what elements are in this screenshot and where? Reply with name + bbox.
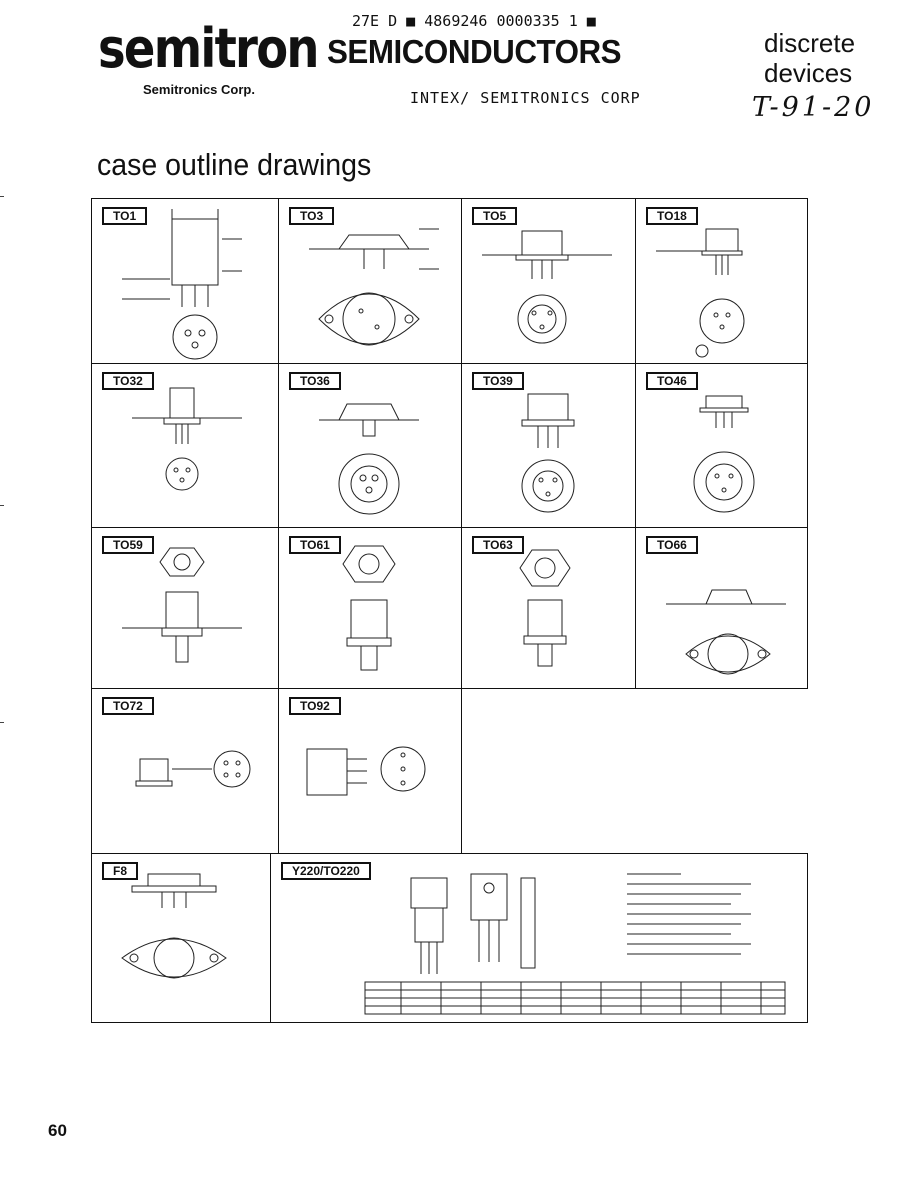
- case-label-y220-to220: Y220/TO220: [281, 862, 371, 880]
- scan-mark: [0, 505, 4, 506]
- case-cell-to66: TO66: [635, 527, 808, 689]
- scan-mark: [0, 722, 4, 723]
- case-cell-to36: TO36: [278, 363, 462, 528]
- case-label-to5: TO5: [472, 207, 518, 225]
- category-line-1: discrete: [764, 28, 856, 58]
- y220-to220-drawing: [364, 873, 786, 1015]
- to46-drawing: [693, 395, 755, 513]
- case-cell-to72: TO72: [91, 688, 279, 854]
- case-label-to39: TO39: [472, 372, 524, 390]
- to39-drawing: [521, 393, 575, 513]
- page-title: case outline drawings: [97, 147, 372, 182]
- to66-drawing: [666, 589, 786, 675]
- case-label-to36: TO36: [289, 372, 341, 390]
- document-code: 27E D ■ 4869246 0000335 1 ■: [352, 12, 596, 30]
- to36-drawing: [319, 403, 419, 515]
- case-cell-y220-to220: Y220/TO220: [270, 853, 808, 1023]
- case-cell-to46: TO46: [635, 363, 808, 528]
- sub-heading: INTEX/ SEMITRONICS CORP: [410, 89, 641, 107]
- to1-drawing: [122, 209, 242, 360]
- case-label-to92: TO92: [289, 697, 341, 715]
- to18-drawing: [656, 228, 745, 358]
- case-cell-to32: TO32: [91, 363, 279, 528]
- category-line-2: devices: [764, 58, 853, 88]
- to72-drawing: [135, 750, 251, 788]
- to3-drawing: [309, 228, 439, 346]
- to63-drawing: [519, 549, 571, 667]
- case-label-to18: TO18: [646, 207, 698, 225]
- case-cell-to3: TO3: [278, 198, 462, 364]
- case-label-to59: TO59: [102, 536, 154, 554]
- case-label-to63: TO63: [472, 536, 524, 554]
- case-cell-to61: TO61: [278, 527, 462, 689]
- to92-drawing: [306, 746, 426, 796]
- case-cell-to92: TO92: [278, 688, 462, 854]
- to32-drawing: [132, 387, 242, 491]
- case-label-to66: TO66: [646, 536, 698, 554]
- to61-drawing: [342, 545, 396, 671]
- page-number: 60: [48, 1121, 67, 1140]
- brand-logo: semitron: [98, 17, 319, 80]
- case-label-to72: TO72: [102, 697, 154, 715]
- case-label-f8: F8: [102, 862, 139, 880]
- case-label-to3: TO3: [289, 207, 335, 225]
- to5-drawing: [482, 230, 612, 344]
- case-label-to61: TO61: [289, 536, 341, 554]
- scan-mark: [0, 196, 4, 197]
- case-cell-to18: TO18: [635, 198, 808, 364]
- case-label-to46: TO46: [646, 372, 698, 390]
- f8-drawing: [121, 873, 227, 979]
- case-cell-to63: TO63: [461, 527, 636, 689]
- category-label: discrete devices: [764, 28, 855, 88]
- to59-drawing: [122, 547, 242, 663]
- heading: SEMICONDUCTORS: [327, 33, 622, 70]
- case-cell-f8: F8: [91, 853, 271, 1023]
- handwritten-note: T-91-20: [752, 92, 875, 123]
- company-name: Semitronics Corp.: [143, 82, 255, 97]
- case-cell-to39: TO39: [461, 363, 636, 528]
- case-cell-to5: TO5: [461, 198, 636, 364]
- case-cell-to59: TO59: [91, 527, 279, 689]
- case-label-to1: TO1: [102, 207, 148, 225]
- case-cell-to1: TO1: [91, 198, 279, 364]
- case-label-to32: TO32: [102, 372, 154, 390]
